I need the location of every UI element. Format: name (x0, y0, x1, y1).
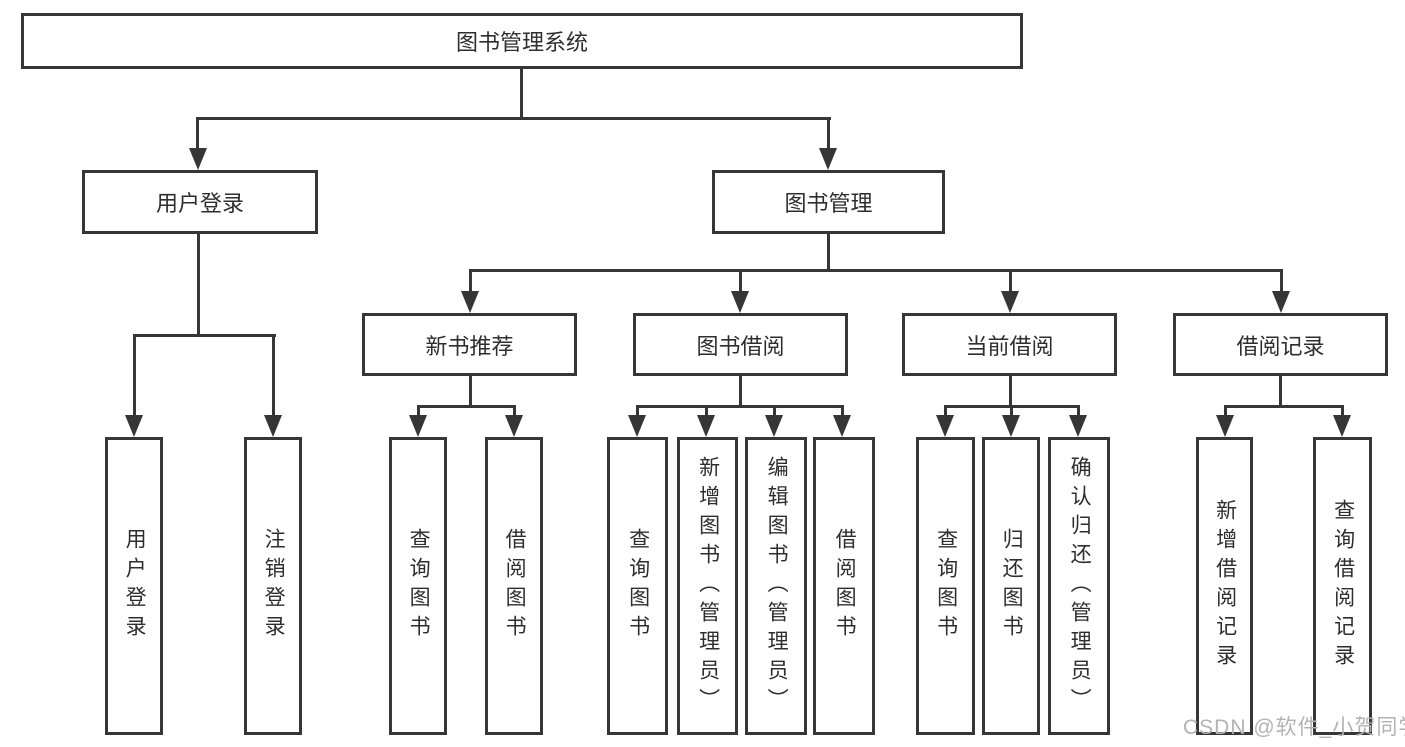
arrowhead-icon (1001, 291, 1019, 313)
connector-line (133, 334, 276, 337)
node-book-management: 图书管理 (712, 170, 945, 234)
connector-line (739, 376, 742, 408)
leaf-logout: 注销登录 (244, 437, 302, 735)
connector-line (1224, 405, 1344, 408)
leaf-borrow-edit-admin: 编辑图书（管理员） (745, 437, 807, 735)
arrowhead-icon (1069, 415, 1087, 437)
connector-line (1010, 405, 1013, 419)
connector-line (513, 405, 516, 419)
leaf-label: 查询借阅记录 (1331, 499, 1355, 673)
connector-line (636, 405, 639, 419)
connector-line (469, 269, 472, 293)
leaf-newbook-query: 查询图书 (389, 437, 447, 735)
connector-line (417, 405, 516, 408)
arrowhead-icon (461, 291, 479, 313)
arrowhead-icon (936, 415, 954, 437)
connector-line (469, 269, 1283, 272)
connector-line (196, 117, 199, 150)
arrowhead-icon (505, 415, 523, 437)
connector-line (1009, 269, 1012, 293)
connector-line (197, 234, 200, 337)
leaf-current-query: 查询图书 (916, 437, 975, 735)
leaf-label: 用户登录 (123, 528, 147, 644)
csdn-watermark: CSDN @软件_小贺同学 (1183, 716, 1405, 739)
arrowhead-icon (1272, 291, 1290, 313)
arrowhead-icon (697, 415, 715, 437)
leaf-label: 编辑图书（管理员） (765, 455, 789, 717)
leaf-borrow-query: 查询图书 (607, 437, 668, 735)
node-new-book-recommend: 新书推荐 (362, 313, 577, 376)
arrowhead-icon (409, 415, 427, 437)
node-current-borrow: 当前借阅 (902, 313, 1117, 376)
leaf-record-query: 查询借阅记录 (1313, 437, 1372, 735)
node-root: 图书管理系统 (21, 13, 1023, 69)
connector-line (520, 69, 523, 118)
arrowhead-icon (189, 148, 207, 170)
leaf-label: 借阅图书 (833, 528, 857, 644)
leaf-current-return: 归还图书 (982, 437, 1040, 735)
connector-line (1280, 269, 1283, 293)
leaf-label: 借阅图书 (503, 528, 527, 644)
connector-line (841, 405, 844, 419)
connector-line (272, 334, 275, 417)
leaf-label: 查询图书 (934, 528, 958, 644)
leaf-current-confirm-admin: 确认归还（管理员） (1048, 437, 1110, 735)
arrowhead-icon (1216, 415, 1234, 437)
connector-line (469, 376, 472, 408)
connector-line (1279, 376, 1282, 408)
leaf-label: 确认归还（管理员） (1068, 455, 1092, 717)
arrowhead-icon (1002, 415, 1020, 437)
arrowhead-icon (264, 415, 282, 437)
arrowhead-icon (628, 415, 646, 437)
connector-line (827, 117, 830, 150)
leaf-user-login: 用户登录 (105, 437, 163, 735)
connector-line (1341, 405, 1344, 419)
connector-line (739, 269, 742, 293)
arrowhead-icon (833, 415, 851, 437)
arrowhead-icon (125, 415, 143, 437)
leaf-newbook-borrow: 借阅图书 (485, 437, 543, 735)
leaf-label: 查询图书 (407, 528, 431, 644)
node-user-login: 用户登录 (82, 170, 318, 234)
connector-line (1009, 376, 1012, 408)
leaf-label: 注销登录 (262, 528, 286, 644)
arrowhead-icon (819, 148, 837, 170)
arrowhead-icon (731, 291, 749, 313)
connector-line (1077, 405, 1080, 419)
node-borrow-records: 借阅记录 (1173, 313, 1388, 376)
leaf-label: 归还图书 (1000, 528, 1024, 644)
leaf-borrow-borrow: 借阅图书 (813, 437, 875, 735)
connector-line (636, 405, 844, 408)
connector-line (773, 405, 776, 419)
connector-line (705, 405, 708, 419)
connector-line (417, 405, 420, 419)
connector-line (1224, 405, 1227, 419)
connector-line (827, 234, 830, 272)
connector-line (133, 334, 136, 417)
leaf-record-add: 新增借阅记录 (1196, 437, 1253, 735)
leaf-label: 新增图书（管理员） (696, 455, 720, 717)
connector-line (944, 405, 947, 419)
arrowhead-icon (765, 415, 783, 437)
leaf-label: 查询图书 (626, 528, 650, 644)
node-book-borrow: 图书借阅 (633, 313, 848, 376)
connector-line (197, 117, 831, 120)
arrowhead-icon (1333, 415, 1351, 437)
leaf-borrow-add-admin: 新增图书（管理员） (677, 437, 738, 735)
leaf-label: 新增借阅记录 (1213, 499, 1237, 673)
